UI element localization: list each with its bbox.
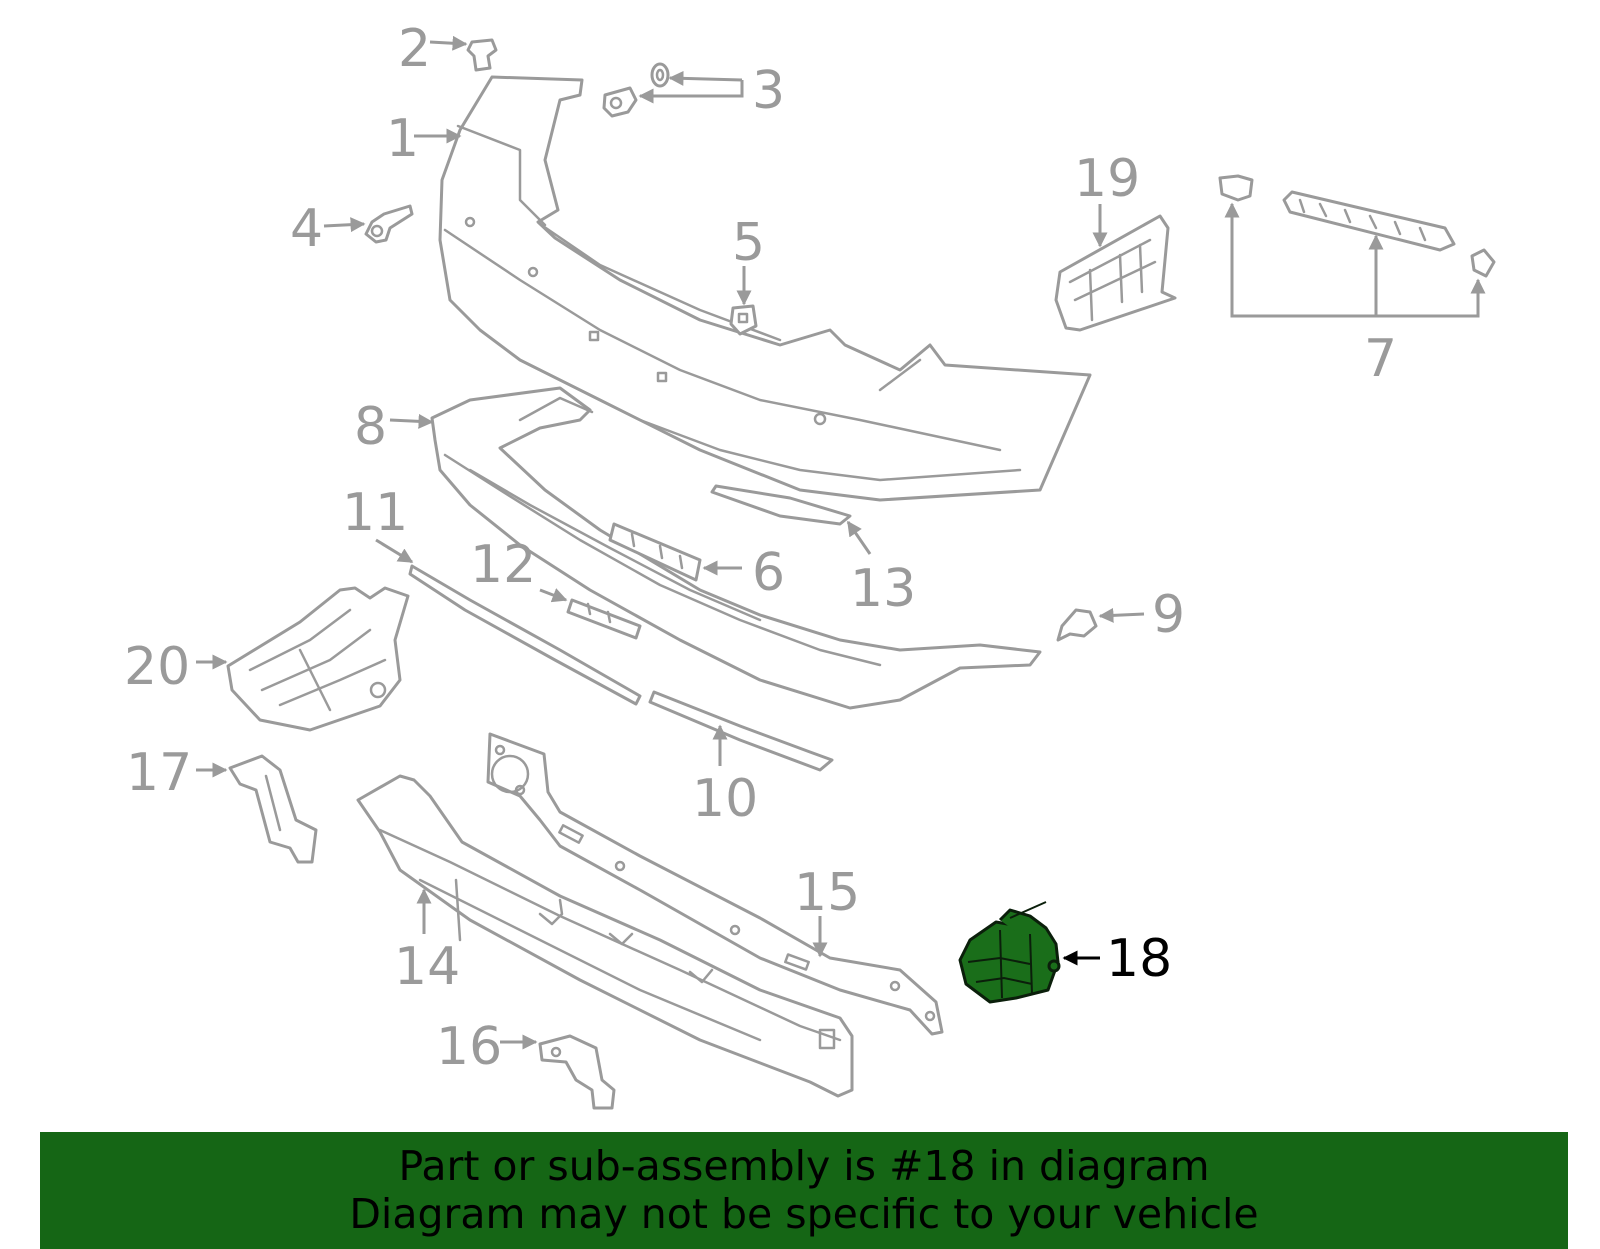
callout-5: 5 [732, 213, 765, 273]
info-banner: Part or sub-assembly is #18 in diagram D… [40, 1132, 1568, 1249]
callout-18: 18 [1106, 929, 1172, 989]
part-12-bracket[interactable] [566, 598, 642, 640]
part-5-nut[interactable] [729, 304, 758, 336]
part-20-splash-shield[interactable] [226, 586, 410, 732]
part-19-side-bracket[interactable] [1054, 214, 1177, 332]
part-11-molding[interactable] [408, 564, 642, 706]
part-3-grommet[interactable] [602, 62, 670, 118]
part-7-bracket[interactable] [1218, 174, 1496, 278]
part-18-sensor[interactable] [958, 901, 1061, 1004]
callout-10: 10 [692, 769, 758, 829]
callout-11: 11 [342, 483, 408, 543]
callout-6: 6 [752, 543, 785, 603]
callout-13: 13 [850, 559, 916, 619]
callout-12: 12 [470, 535, 536, 595]
callout-9: 9 [1152, 585, 1185, 645]
part-16-bracket[interactable] [538, 1034, 616, 1110]
callout-4: 4 [290, 199, 323, 259]
callout-20: 20 [124, 637, 190, 697]
part-13-trim[interactable] [710, 484, 852, 526]
part-9-screw[interactable] [1056, 608, 1098, 642]
callout-19: 19 [1074, 149, 1140, 209]
part-8-lower-valance[interactable] [430, 386, 1042, 710]
part-4-screw[interactable] [364, 204, 414, 244]
part-10-molding[interactable] [648, 690, 834, 772]
callout-3: 3 [752, 61, 785, 121]
banner-line-2: Diagram may not be specific to your vehi… [349, 1190, 1259, 1238]
part-15-reinforcement[interactable] [486, 732, 944, 1036]
part-2-clip[interactable] [466, 38, 498, 72]
part-17-bracket[interactable] [228, 754, 318, 864]
callout-15: 15 [794, 863, 860, 923]
callout-1: 1 [386, 109, 419, 169]
part-14-absorber[interactable] [356, 774, 854, 1098]
callout-2: 2 [398, 19, 431, 79]
callout-arrows [196, 35, 1486, 1050]
callout-7: 7 [1364, 329, 1397, 389]
callout-17: 17 [126, 743, 192, 803]
part-1-bumper-cover[interactable] [438, 75, 1092, 502]
callout-16: 16 [436, 1017, 502, 1077]
banner-line-1: Part or sub-assembly is #18 in diagram [398, 1142, 1210, 1190]
callout-labels: 2 3 1 4 5 19 7 8 11 12 6 13 9 20 17 10 1… [124, 19, 1397, 1077]
part-6-bracket[interactable] [608, 522, 702, 582]
callout-14: 14 [394, 937, 460, 997]
callout-8: 8 [354, 397, 387, 457]
